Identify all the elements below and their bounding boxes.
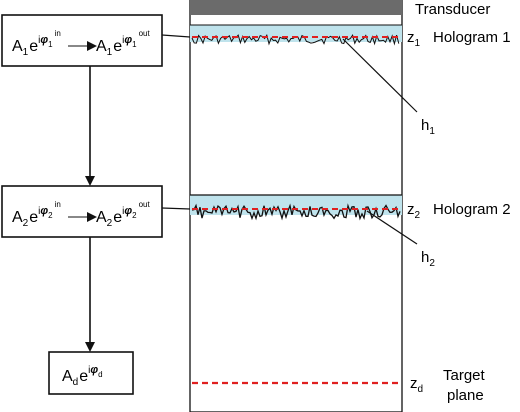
hologram-2-label: Hologram 2 — [433, 201, 511, 218]
field-box-1-output: A1eiφ1out — [96, 29, 150, 58]
h1-label: h1 — [421, 117, 435, 137]
plane-zd-label: zd — [410, 375, 423, 395]
target-plane-label-line1: Target — [443, 367, 486, 384]
field-box-2-input: A2eiφ2in — [12, 200, 61, 229]
plane-z2-label: z2 — [407, 201, 421, 221]
field-box-1-input: A1eiφ1in — [12, 29, 61, 58]
box-1-to-plane-connector — [161, 34, 191, 38]
field-box-target — [48, 351, 134, 395]
field-box-target-value: Adeiφd — [62, 364, 103, 388]
plane-z1-label: z1 — [407, 29, 421, 49]
transducer-label: Transducer — [415, 1, 490, 18]
hologram-1-layer — [190, 25, 402, 42]
field-box-1 — [1, 14, 163, 67]
h2-leader-line — [366, 210, 418, 245]
h1-leader-line — [342, 38, 418, 113]
h2-label: h2 — [421, 249, 435, 269]
transducer-bar — [190, 0, 402, 15]
field-box-2-output: A2eiφ2out — [96, 200, 150, 229]
box-2-to-plane-connector — [161, 207, 191, 210]
target-plane-label-line2: plane — [447, 387, 484, 404]
hologram-1-label: Hologram 1 — [433, 29, 511, 46]
field-box-2 — [1, 185, 163, 238]
